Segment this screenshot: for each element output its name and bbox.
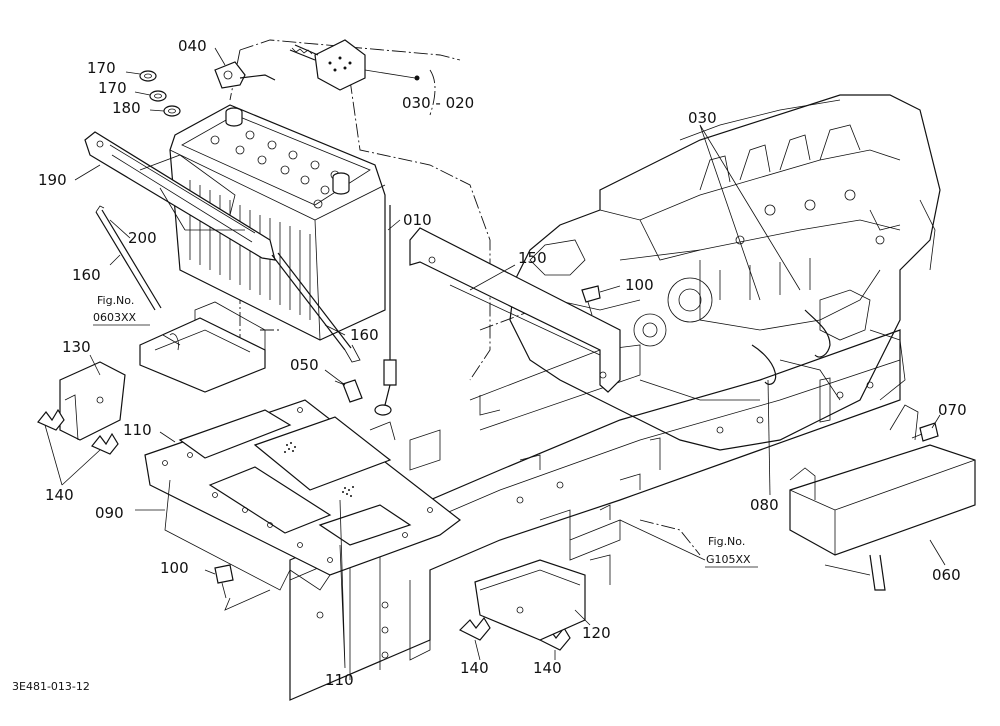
support-bracket xyxy=(139,301,266,393)
fig-ref-0603-line1: Fig.No. xyxy=(97,294,134,307)
callout-180: 180 xyxy=(112,99,141,117)
callout-090: 090 xyxy=(95,504,124,522)
callout-140c: 140 xyxy=(533,659,562,677)
battery-hold-down xyxy=(84,131,276,261)
figure-references: Fig.No. 0603XX Fig.No. G105XX xyxy=(93,294,758,568)
callout-120: 120 xyxy=(582,624,611,642)
callout-060: 060 xyxy=(932,566,961,584)
callout-170a: 170 xyxy=(87,59,116,77)
callout-100b: 100 xyxy=(160,559,189,577)
callout-labels: 170 170 180 040 030 - 020 190 200 010 16… xyxy=(38,37,967,689)
fig-ref-g105-line1: Fig.No. xyxy=(708,535,745,548)
callout-080: 080 xyxy=(750,496,779,514)
callout-170b: 170 xyxy=(98,79,127,97)
terminal-post-right xyxy=(332,172,350,195)
terminal-post-left xyxy=(225,107,243,127)
callout-150: 150 xyxy=(518,249,547,267)
bolt-070 xyxy=(911,422,939,442)
bolt-050 xyxy=(342,379,363,403)
callout-050: 050 xyxy=(290,356,319,374)
callout-010: 010 xyxy=(403,211,432,229)
callout-130: 130 xyxy=(62,338,91,356)
step-bracket-060 xyxy=(789,404,976,591)
nut-washers xyxy=(139,70,181,117)
hold-down-rods xyxy=(95,205,361,363)
engine-assembly xyxy=(509,94,941,451)
starter-cable xyxy=(804,309,831,358)
bolt-100-upper xyxy=(581,285,601,316)
side-cover-130 xyxy=(59,361,126,441)
fig-ref-0603-line2: 0603XX xyxy=(93,311,137,324)
terminal-cover-020 xyxy=(314,39,366,91)
callout-200: 200 xyxy=(128,229,157,247)
callout-160a: 160 xyxy=(72,266,101,284)
callout-160b: 160 xyxy=(350,326,379,344)
wing-nut-140b xyxy=(91,432,119,455)
callout-140a: 140 xyxy=(45,486,74,504)
wing-nut-140a xyxy=(37,408,65,431)
callout-030-020: 030 - 020 xyxy=(402,94,474,112)
fig-ref-g105-line2: G105XX xyxy=(706,553,751,566)
wing-nut-140c xyxy=(458,616,491,641)
callout-190: 190 xyxy=(38,171,67,189)
leader-lines xyxy=(44,47,946,669)
ground-cable xyxy=(334,205,397,416)
side-cover-120 xyxy=(474,559,586,641)
bolt-100-lower xyxy=(214,564,234,599)
battery-cable-top xyxy=(214,39,420,91)
callout-040: 040 xyxy=(178,37,207,55)
callout-110a: 110 xyxy=(123,421,152,439)
callout-100a: 100 xyxy=(625,276,654,294)
callout-030: 030 xyxy=(688,109,717,127)
callout-140b: 140 xyxy=(460,659,489,677)
texture-patch xyxy=(284,442,354,497)
callout-070: 070 xyxy=(938,401,967,419)
battery-tray-090 xyxy=(144,399,461,591)
drawing-code: 3E481-013-12 xyxy=(12,680,90,693)
callout-110b: 110 xyxy=(325,671,354,689)
pad-110-upper xyxy=(178,409,292,459)
cable-clamp-080 xyxy=(751,344,777,385)
pad-110-lower xyxy=(318,504,412,546)
battery-bracket-150 xyxy=(409,227,621,393)
